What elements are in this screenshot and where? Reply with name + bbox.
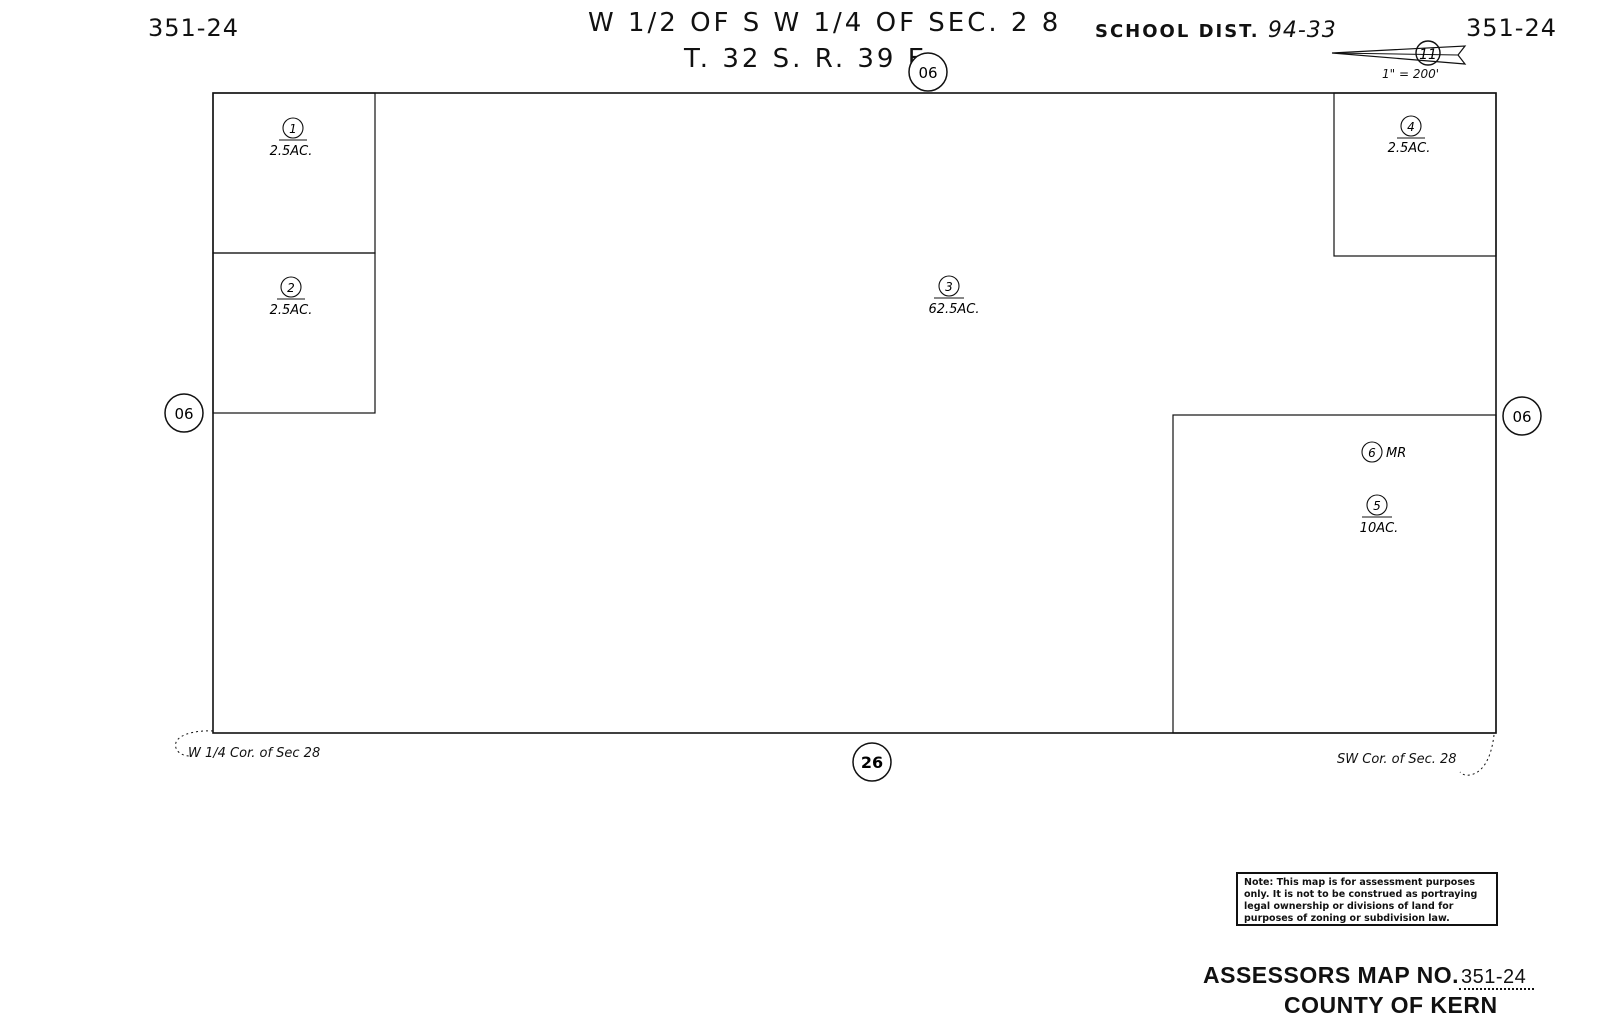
parcel-1-area: 2.5AC. [270,144,313,159]
parcel-2-boundary [212,252,376,414]
adjacent-map-bottom: 26 [852,742,892,782]
parcel-6-area: MR [1386,446,1406,461]
map-number-right: 351-24 [1466,14,1558,42]
county-name: COUNTY OF KERN [1284,992,1498,1018]
north-arrow-icon: 11 [1331,40,1467,66]
southwest-corner-leader [1459,734,1495,776]
map-no-label: ASSESSORS MAP NO. [1203,962,1460,988]
adjacent-map-left: 06 [164,393,204,433]
map-title-line1: W 1/2 OF S W 1/4 OF SEC. 2 8 [588,8,1062,38]
adjacent-map-bottom-label: 26 [861,753,883,772]
adjacent-map-top-label: 06 [918,64,937,82]
section-boundary [212,92,1497,734]
parcel-2-area: 2.5AC. [270,303,313,318]
parcel-3-number: 3 [945,280,953,294]
school-district-label: SCHOOL DIST. [1095,21,1260,42]
school-district-value: 94-33 [1267,18,1337,43]
parcel-1-boundary [212,92,376,254]
parcel-3-label: 3 62.5AC. [928,275,980,317]
west-corner-label: W 1/4 Cor. of Sec 28 [188,746,321,761]
map-number-left: 351-24 [148,14,240,42]
parcel-6-number: 6 [1368,446,1376,460]
southwest-corner-label: SW Cor. of Sec. 28 [1337,752,1457,767]
map-title-line2: T. 32 S. R. 39 E. [684,44,939,74]
north-arrow-number: 11 [1419,47,1437,63]
parcel-1-label: 1 2.5AC. [270,117,313,159]
west-corner-leader [175,730,214,757]
map-no-value: 351-24 [1459,966,1535,990]
parcel-4-number: 4 [1407,120,1415,134]
assessment-note: Note: This map is for assessment purpose… [1236,872,1498,926]
school-district: SCHOOL DIST. 94-33 [1095,18,1337,43]
adjacent-map-top: 06 [908,52,948,92]
parcel-2-label: 2 2.5AC. [270,276,313,318]
parcel-5-area: 10AC. [1360,521,1399,536]
adjacent-map-right-label: 06 [1512,408,1531,426]
parcel-3-area: 62.5AC. [928,302,979,317]
adjacent-map-right: 06 [1502,396,1542,436]
parcel-1-number: 1 [289,122,297,136]
parcel-5-number: 5 [1373,499,1381,513]
parcel-4-label: 4 2.5AC. [1388,115,1431,156]
parcel-4-area: 2.5AC. [1388,141,1431,156]
parcel-6-label: 6 MR [1361,441,1406,463]
parcel-2-number: 2 [287,281,295,295]
assessors-map-number: ASSESSORS MAP NO.351-24 [1203,962,1535,990]
adjacent-map-left-label: 06 [174,405,193,423]
scale-label: 1" = 200' [1382,67,1440,81]
parcel-5-label: 5 10AC. [1360,494,1399,536]
parcel-4-boundary [1333,92,1497,257]
parcel-5-boundary [1172,414,1497,734]
